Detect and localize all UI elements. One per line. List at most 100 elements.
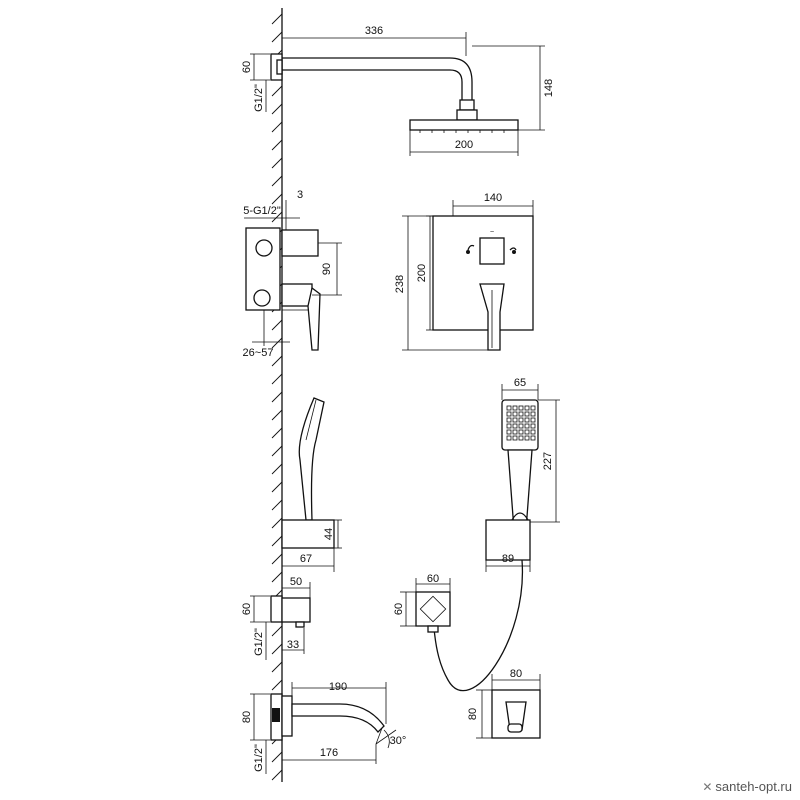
- shower-nozzles: [419, 130, 505, 133]
- hand-shower-side: 44 67: [281, 397, 342, 572]
- dim-plate-height: 238: [394, 275, 406, 293]
- nozzle-cell: [512, 423, 518, 429]
- hatch-line: [271, 463, 283, 475]
- dim-thread-top: G1/2": [253, 84, 265, 112]
- hatch-line: [271, 391, 283, 403]
- dim-spout-front-w: 80: [510, 668, 522, 680]
- dim-hand-width: 65: [514, 377, 526, 389]
- nozzle-cell: [524, 429, 530, 435]
- hatch-line: [271, 373, 283, 385]
- dim-mixer-offset: 3: [297, 189, 303, 201]
- nozzle-cell: [530, 405, 536, 411]
- hatch-line: [271, 337, 283, 349]
- hatch-line: [271, 445, 283, 457]
- plate-symbol: ~: [490, 229, 494, 236]
- nozzle-cell: [506, 435, 512, 441]
- dim-spout-angle: 30°: [390, 735, 407, 747]
- hatch-line: [271, 175, 283, 187]
- hatch-line: [271, 499, 283, 511]
- hatch-line: [271, 103, 283, 115]
- dim-wall-flange: 60: [241, 61, 253, 73]
- hatch-line: [271, 661, 283, 673]
- mixer-side: 5-G1/2" 3 90 26~57: [243, 189, 342, 359]
- hatch-line: [271, 31, 283, 43]
- nozzle-cell: [524, 423, 530, 429]
- spout-side: 190 80 G1/2" 176 30°: [241, 681, 406, 774]
- hatch-line: [271, 319, 283, 331]
- hatch-line: [271, 355, 283, 367]
- dim-outlet-height: 60: [241, 603, 253, 615]
- dim-holder-depth: 67: [300, 553, 312, 565]
- dim-spout-length: 190: [329, 681, 347, 693]
- overhead-shower-side: 336 148 200 60 G1/2": [241, 25, 555, 156]
- cross-icon: ✕: [702, 780, 713, 794]
- hatch-line: [271, 535, 283, 547]
- dim-outlet-thread: G1/2": [253, 628, 265, 656]
- nozzle-cell: [518, 411, 524, 417]
- hatch-line: [271, 769, 283, 781]
- nozzle-cell: [506, 405, 512, 411]
- hatch-line: [271, 211, 283, 223]
- hand-shower-nozzle-grid: [506, 405, 536, 441]
- wall-outlet-side: 50 60 G1/2" 33: [241, 576, 311, 660]
- dim-spout-front-h: 80: [467, 708, 479, 720]
- nozzle-cell: [506, 429, 512, 435]
- dim-plate-inner: 200: [416, 264, 428, 282]
- nozzle-cell: [512, 417, 518, 423]
- dim-mixer-thread: 5-G1/2": [243, 205, 281, 217]
- dim-plate-width: 140: [484, 192, 502, 204]
- nozzle-cell: [506, 411, 512, 417]
- watermark: ✕santeh-opt.ru: [702, 779, 792, 794]
- nozzle-cell: [530, 429, 536, 435]
- dim-hand-length: 227: [542, 452, 554, 470]
- watermark-text: santeh-opt.ru: [715, 779, 792, 794]
- nozzle-cell: [530, 423, 536, 429]
- spout-front: 80 80: [467, 668, 541, 739]
- nozzle-cell: [524, 417, 530, 423]
- hand-shower-front: 65 227 89: [485, 377, 560, 572]
- dim-head-width: 200: [455, 139, 473, 151]
- nozzle-cell: [530, 417, 536, 423]
- mixer-plate-front: ~ 140 200 238: [394, 192, 534, 351]
- dim-head-drop: 148: [543, 79, 555, 97]
- dim-arm-length: 336: [365, 25, 383, 37]
- hatch-line: [271, 121, 283, 133]
- dim-holder-height: 44: [323, 528, 335, 540]
- nozzle-cell: [524, 435, 530, 441]
- hatch-line: [271, 193, 283, 205]
- hose: [433, 559, 524, 692]
- dim-outlet-width: 50: [290, 576, 302, 588]
- hatch-line: [271, 427, 283, 439]
- nozzle-cell: [506, 423, 512, 429]
- hatch-line: [271, 409, 283, 421]
- nozzle-cell: [518, 435, 524, 441]
- dim-mixer-spacing: 90: [321, 263, 333, 275]
- hatch-line: [271, 643, 283, 655]
- hatch-line: [271, 625, 283, 637]
- hatch-line: [271, 139, 283, 151]
- nozzle-cell: [506, 417, 512, 423]
- hatch-line: [271, 481, 283, 493]
- wall-outlet-front: 60 60: [393, 573, 451, 633]
- dim-spout-thread: G1/2": [253, 744, 265, 772]
- wall: [271, 8, 283, 782]
- dim-outlet-front-h: 60: [393, 603, 405, 615]
- hatch-line: [271, 85, 283, 97]
- nozzle-cell: [518, 417, 524, 423]
- wall-hatching: [271, 13, 283, 781]
- dim-spout-flange: 80: [241, 711, 253, 723]
- dim-mixer-depth: 26~57: [243, 347, 274, 359]
- hatch-line: [271, 517, 283, 529]
- dim-spout-reach: 176: [320, 747, 338, 759]
- nozzle-cell: [530, 435, 536, 441]
- nozzle-cell: [512, 429, 518, 435]
- hatch-line: [271, 553, 283, 565]
- dim-outlet-pipe: 33: [287, 639, 299, 651]
- dim-outlet-front-w: 60: [427, 573, 439, 585]
- dim-holder-front: 89: [502, 553, 514, 565]
- hatch-line: [271, 751, 283, 763]
- nozzle-cell: [512, 411, 518, 417]
- nozzle-cell: [512, 435, 518, 441]
- hatch-line: [271, 13, 283, 25]
